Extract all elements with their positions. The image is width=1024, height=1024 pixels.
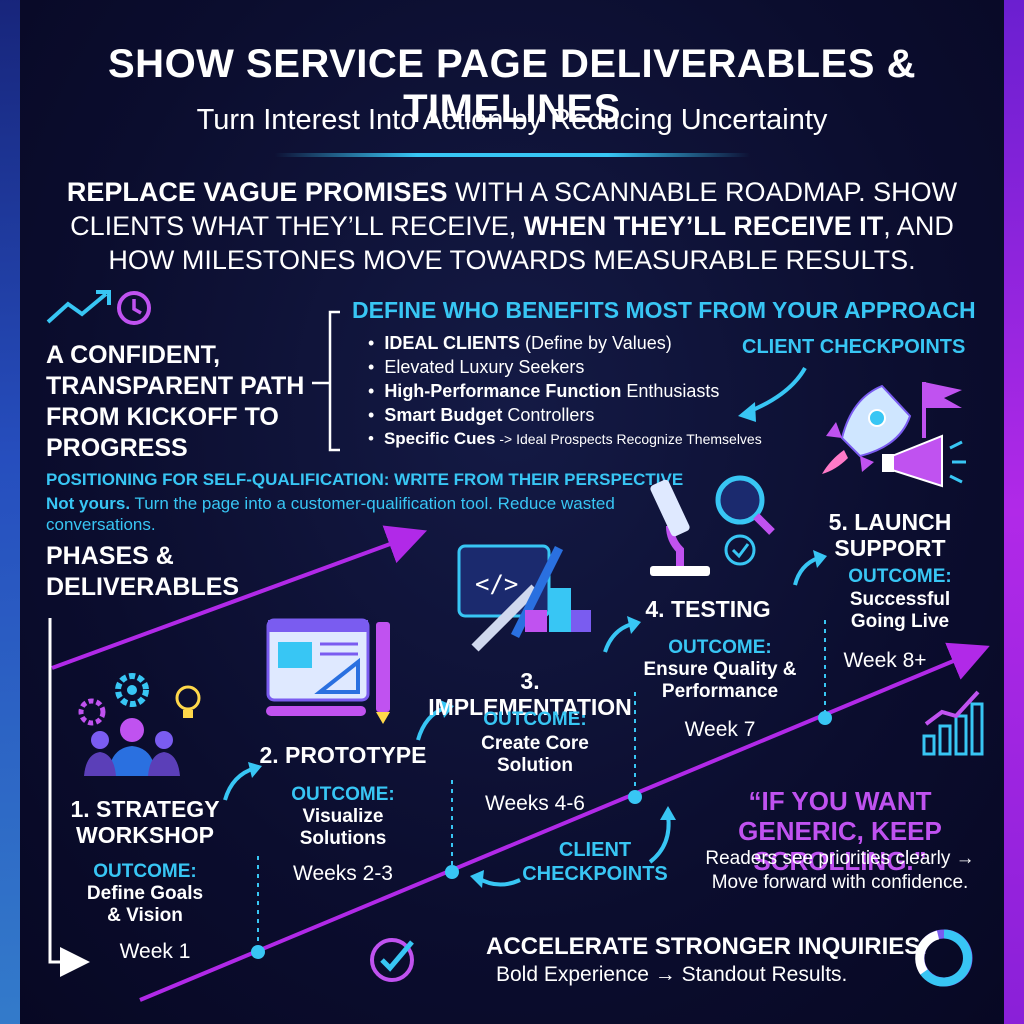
milestone-dot: [818, 711, 832, 725]
phase-1-outcome-label: OUTCOME:: [93, 861, 197, 882]
phase-1-week: Week 1: [119, 940, 191, 963]
benefit-item: High-Performance Function Enthusiasts: [368, 379, 828, 403]
phase-3-outcome-label: OUTCOME:: [483, 709, 587, 730]
client-checkpoints-bottom: CLIENT CHECKPOINTS: [522, 839, 668, 885]
phase-5-outcome: Successful Going Live: [849, 589, 951, 632]
donut-icon: [915, 929, 973, 987]
milestone-dot: [251, 945, 265, 959]
clock-icon: [117, 291, 151, 325]
footer-heading: ACCELERATE STRONGER INQUIRIES.: [486, 933, 927, 960]
phase-1-title: 1. STRATEGY WORKSHOP: [70, 796, 220, 848]
team-gears-icon: [78, 673, 201, 776]
benefit-item: IDEAL CLIENTS (Define by Values): [368, 331, 828, 355]
flag-icon: [922, 382, 962, 438]
quote-line-1: Readers see priorities clearly →: [705, 848, 975, 869]
quote-text: “IF YOU WANT GENERIC, KEEP SCROLLING.”: [738, 786, 942, 876]
page-subtitle: Turn Interest Into Action by Reducing Un…: [196, 104, 828, 136]
milestone-dot: [628, 790, 642, 804]
megaphone-icon: [882, 434, 966, 488]
phase-3-title: 3. IMPLEMENTATION: [428, 668, 632, 720]
upper-diagonal-arrow: [51, 525, 428, 670]
phase-2-outcome-label: OUTCOME:: [291, 784, 395, 805]
phase-5-title: 5. LAUNCH SUPPORT: [828, 509, 952, 561]
svg-text:</>: </>: [475, 570, 518, 598]
client-checkpoints-top: CLIENT CHECKPOINTS: [742, 336, 966, 358]
microscope-icon: [650, 475, 775, 576]
main-timeline-arrow: [139, 642, 990, 1002]
phase-4-outcome-label: OUTCOME:: [668, 637, 772, 658]
phase-5-week: Week 8+: [843, 649, 927, 672]
phase-bracket: [48, 618, 90, 977]
benefits-heading: DEFINE WHO BENEFITS MOST FROM YOUR APPRO…: [352, 297, 976, 323]
left-edge-decoration: [0, 0, 20, 1024]
phase-2-outcome: Visualize Solutions: [299, 806, 387, 849]
bar-chart-icon: [922, 690, 984, 756]
footer-subline: Bold Experience → Standout Results.: [496, 963, 848, 986]
rocket-icon: [822, 384, 912, 474]
intro-bold-3: WHEN THEY’LL RECEIVE IT: [523, 211, 884, 241]
phase-2-week: Weeks 2-3: [293, 862, 393, 885]
positioning-rest: Turn the page into a customer-qualificat…: [46, 494, 615, 534]
benefit-item: Specific Cues -> Ideal Prospects Recogni…: [368, 427, 828, 451]
positioning-body: Not yours. Turn the page into a customer…: [46, 493, 626, 535]
right-edge-decoration: [1004, 0, 1024, 1024]
path-heading: A CONFIDENT, TRANSPARENT PATH FROM KICKO…: [46, 341, 305, 462]
code-tools-icon: </>: [457, 544, 591, 652]
benefits-bracket: [312, 310, 340, 452]
page-title: SHOW SERVICE PAGE DELIVERABLES & TIMELIN…: [108, 42, 916, 131]
intro-text-2: WITH A SCANNABLE ROADMAP. SHOW CLIENTS W…: [70, 177, 958, 241]
positioning-heading: POSITIONING FOR SELF-QUALIFICATION: WRIT…: [46, 470, 684, 489]
header-divider: [275, 153, 750, 157]
phase-3-week: Weeks 4-6: [485, 792, 585, 815]
phase-4-week: Week 7: [684, 718, 756, 741]
phase-4-title: 4. TESTING: [645, 596, 771, 622]
check-circle-icon: [370, 938, 414, 982]
phase-3-outcome: Create Core Solution: [481, 733, 589, 776]
phases-heading: PHASES & DELIVERABLES: [46, 542, 240, 601]
phase-1-outcome: Define Goals & Vision: [86, 883, 204, 926]
trend-arrow-icon: [46, 290, 111, 324]
design-board-icon: [266, 618, 390, 724]
phase-2-title: 2. PROTOTYPE: [259, 742, 427, 768]
positioning-lead: Not yours.: [46, 494, 131, 513]
intro-text-4: , AND HOW MILESTONES MOVE TOWARDS MEASUR…: [108, 211, 954, 275]
benefit-item: Elevated Luxury Seekers: [368, 355, 828, 379]
milestone-dot: [445, 865, 459, 879]
phase-5-outcome-label: OUTCOME:: [848, 566, 952, 587]
quote-line-2: Move forward with confidence.: [711, 872, 969, 893]
intro-bold-1: REPLACE VAGUE PROMISES: [66, 177, 448, 207]
benefit-item: Smart Budget Controllers: [368, 403, 828, 427]
intro-paragraph: REPLACE VAGUE PROMISES WITH A SCANNABLE …: [40, 175, 984, 277]
benefits-list: IDEAL CLIENTS (Define by Values) Elevate…: [368, 331, 828, 451]
phase-4-outcome: Ensure Quality & Performance: [643, 659, 797, 702]
